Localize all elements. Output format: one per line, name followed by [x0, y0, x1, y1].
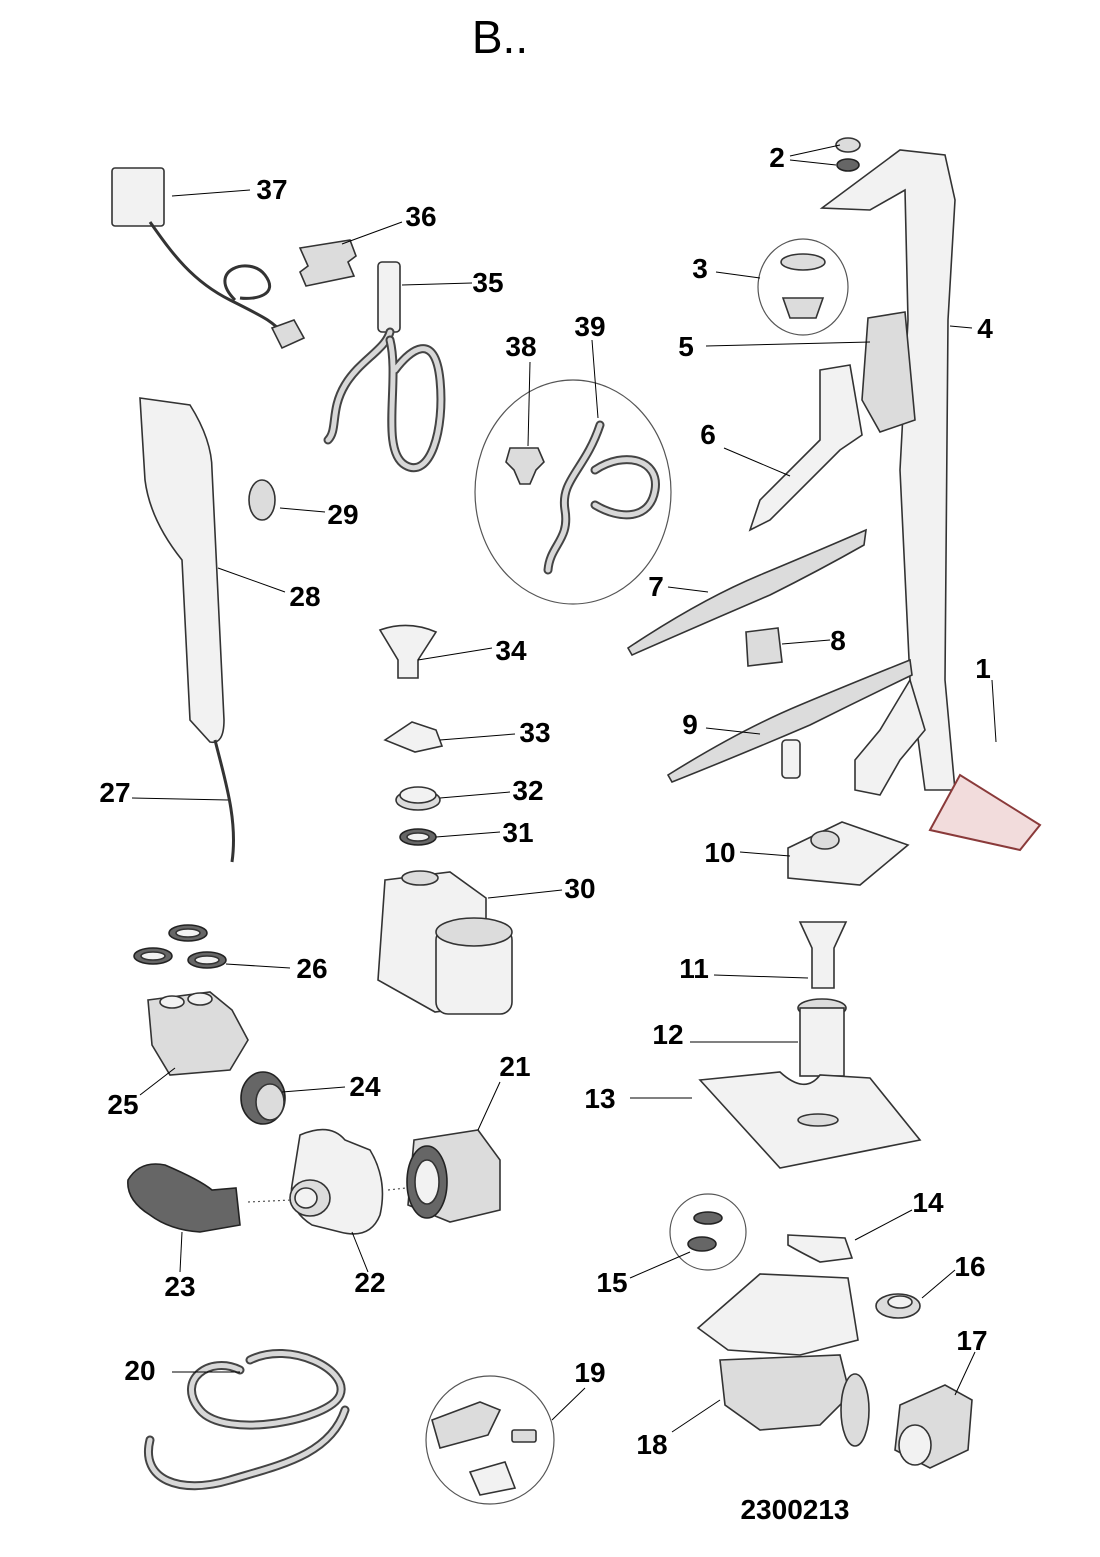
part-7-spray-arm	[626, 528, 867, 657]
callout-39: 39	[574, 311, 605, 342]
callout-16: 16	[954, 1251, 985, 1282]
callout-1: 1	[975, 653, 991, 684]
part-6-arm-pipe	[748, 364, 863, 532]
callout-5: 5	[678, 331, 694, 362]
part-28-panel	[139, 397, 236, 863]
part-2-nut	[835, 137, 861, 172]
callout-25: 25	[107, 1089, 138, 1120]
part-38-39-group	[474, 379, 672, 605]
part-31-ring	[399, 828, 437, 846]
part-37-plug-cable	[111, 167, 306, 350]
callout-31: 31	[502, 817, 533, 848]
part-10-base	[787, 821, 910, 886]
callout-26: 26	[296, 953, 327, 984]
callout-32: 32	[512, 775, 543, 806]
part-25-valve	[147, 991, 249, 1076]
part-20-drain-hose	[144, 1349, 350, 1491]
leader-lines	[131, 144, 997, 1433]
part-36-bracket	[298, 239, 357, 287]
part-19-group	[425, 1375, 555, 1505]
part-1-handle	[928, 773, 1042, 852]
part-30-container	[377, 870, 513, 1015]
part-23-elbow	[127, 1163, 241, 1233]
part-9-spray-arm	[666, 658, 913, 783]
callout-13: 13	[584, 1083, 615, 1114]
callout-21: 21	[499, 1051, 530, 1082]
callout-9: 9	[682, 709, 698, 740]
part-34-funnel	[378, 624, 438, 679]
part-33-cap	[383, 721, 444, 753]
part-32-nut	[395, 786, 441, 811]
part-35-hose	[323, 261, 446, 472]
callout-33: 33	[519, 717, 550, 748]
callout-6: 6	[700, 419, 716, 450]
callout-37: 37	[256, 174, 287, 205]
callout-12: 12	[652, 1019, 683, 1050]
callout-28: 28	[289, 581, 320, 612]
callout-22: 22	[354, 1267, 385, 1298]
part-12-filter-cup	[797, 998, 847, 1077]
callout-3: 3	[692, 253, 708, 284]
part-3-group	[757, 238, 849, 336]
callout-19: 19	[574, 1357, 605, 1388]
callout-18: 18	[636, 1429, 667, 1460]
callout-24: 24	[349, 1071, 381, 1102]
callout-15: 15	[596, 1267, 627, 1298]
part-21-motor	[247, 1129, 501, 1223]
callout-17: 17	[956, 1325, 987, 1356]
callout-11: 11	[679, 953, 709, 984]
part-15-group	[669, 1193, 747, 1271]
part-29-cap	[248, 479, 276, 521]
callout-7: 7	[648, 571, 664, 602]
part-24-sleeve	[240, 1071, 286, 1125]
part-11-filter	[798, 921, 848, 989]
callout-30: 30	[564, 873, 595, 904]
part-17-drain-pump	[894, 1384, 973, 1469]
part-14-clip	[787, 1234, 854, 1263]
callout-36: 36	[405, 201, 436, 232]
part-4-conduit	[819, 149, 956, 796]
callout-35: 35	[472, 267, 503, 298]
callout-4: 4	[977, 313, 993, 344]
callout-numbers: 1 2 3 4 5 6 7 8 9 10 11 12 13 14 15 16 1…	[99, 142, 993, 1460]
callout-8: 8	[830, 625, 846, 656]
part-13-plate	[698, 1071, 922, 1169]
part-22-pump	[289, 1128, 384, 1235]
part-16-impeller	[875, 1293, 921, 1319]
diagram-title: B..	[471, 11, 529, 63]
callout-20: 20	[124, 1355, 155, 1386]
callout-34: 34	[495, 635, 527, 666]
part-26-seals	[133, 924, 227, 969]
callout-38: 38	[505, 331, 536, 362]
callout-14: 14	[912, 1187, 944, 1218]
callout-10: 10	[704, 837, 735, 868]
callout-29: 29	[327, 499, 358, 530]
part-8-nozzle	[745, 627, 783, 667]
part-18-sump	[696, 1273, 870, 1447]
callout-2: 2	[769, 142, 785, 173]
drawing-code: 2300213	[740, 1494, 850, 1525]
part-5-manifold	[861, 311, 916, 433]
callout-27: 27	[99, 777, 130, 808]
callout-23: 23	[164, 1271, 195, 1302]
